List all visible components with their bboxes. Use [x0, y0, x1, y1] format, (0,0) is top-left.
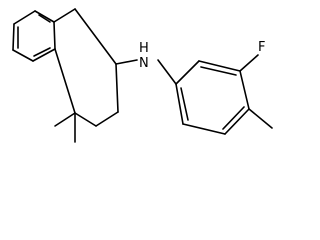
bond — [175, 60, 200, 85]
methyl-substituent — [248, 108, 273, 129]
molecule-canvas: H N F — [12, 8, 273, 143]
nh-label-h: H — [139, 41, 149, 56]
bond — [53, 8, 76, 23]
bond — [74, 8, 117, 65]
double-bond-inner — [200, 66, 237, 76]
tetralin-aromatic-ring — [12, 10, 56, 62]
bond — [182, 123, 226, 135]
double-bond-inner — [180, 87, 189, 121]
methyl-bond — [248, 108, 273, 129]
c-n-bond — [115, 59, 138, 65]
double-bond-inner — [33, 47, 51, 57]
n-c-bond — [157, 59, 177, 85]
fluoro-substituent: F — [239, 40, 265, 72]
double-bond-inner — [38, 14, 51, 23]
bond — [12, 23, 15, 51]
c-f-bond — [239, 54, 259, 72]
bond — [32, 48, 56, 62]
bond — [13, 10, 36, 25]
bond — [34, 10, 55, 23]
fluoromethylphenyl-ring — [175, 60, 250, 135]
nh-label-n: N — [139, 56, 149, 71]
bond — [95, 111, 119, 127]
bond — [198, 60, 241, 72]
bond — [115, 63, 119, 113]
tetralin-saturated-ring — [53, 8, 119, 127]
bond — [53, 21, 56, 50]
fluorine-label: F — [258, 40, 265, 55]
double-bond-inner — [222, 106, 245, 130]
methyl-bond — [54, 112, 76, 127]
bond — [54, 48, 76, 114]
bond — [175, 83, 184, 125]
bond — [224, 108, 250, 135]
bond — [74, 112, 97, 127]
bond — [12, 49, 34, 62]
structure-svg: H N F — [12, 8, 273, 143]
bond — [239, 70, 250, 110]
amine-linker: H N — [115, 41, 177, 85]
gem-dimethyl — [54, 112, 76, 143]
